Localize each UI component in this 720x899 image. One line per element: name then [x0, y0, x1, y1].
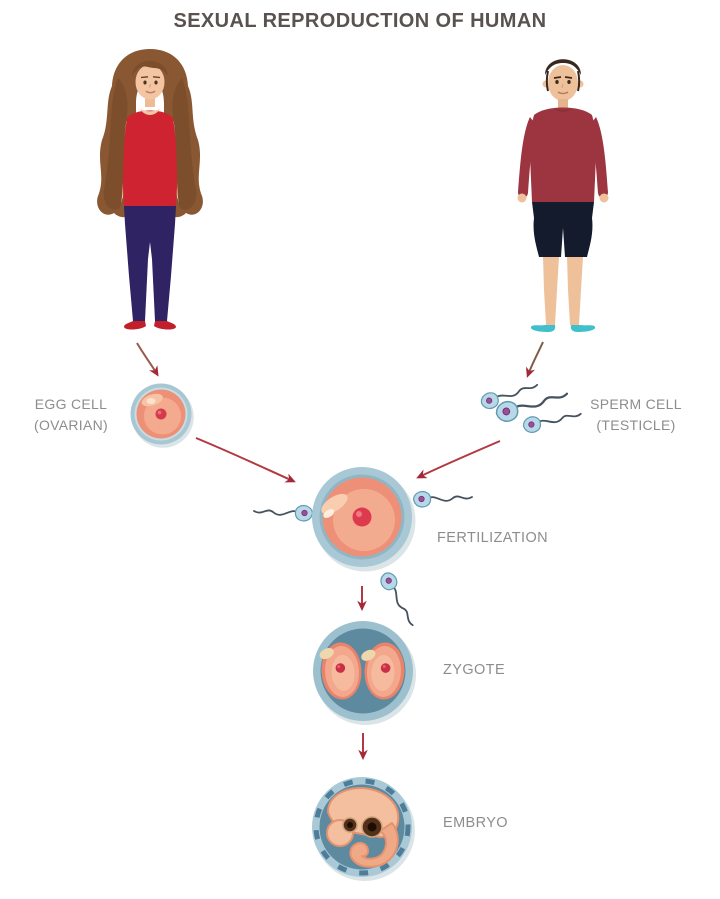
- zygote-label: ZYGOTE: [443, 662, 506, 678]
- man-right-brow: [564, 76, 573, 79]
- man-face: [548, 65, 578, 101]
- man-right-leg: [567, 257, 583, 325]
- egg-nucleus: [155, 408, 167, 420]
- man-hair: [545, 59, 581, 75]
- man-left-eye: [555, 80, 559, 84]
- woman-right-brow: [152, 76, 161, 79]
- woman-right-eye: [154, 80, 158, 85]
- arrow-sperm-to-fertilization-icon: [416, 440, 501, 479]
- sperm-icon: [412, 490, 473, 508]
- page-title: SEXUAL REPRODUCTION OF HUMAN: [173, 10, 547, 32]
- woman-hair-right-lock: [172, 78, 197, 210]
- sperm-icon: [253, 504, 314, 522]
- sperm-cell-label: SPERM CELL (TESTICLE): [580, 394, 692, 436]
- man-left-sleeve: [518, 117, 536, 198]
- fertilization-nucleus: [352, 507, 372, 527]
- woman-pants: [124, 206, 176, 321]
- man-right-shoe: [570, 325, 596, 332]
- man-left-brow: [553, 76, 562, 79]
- man-hair-right-edge: [577, 70, 581, 92]
- man-figure: [517, 59, 609, 332]
- man-hair-left-edge: [545, 70, 549, 92]
- fertilization-label: FERTILIZATION: [437, 530, 549, 546]
- man-shirt: [529, 107, 597, 202]
- arrow-man-to-sperm-icon: [525, 341, 544, 378]
- man-right-hand: [599, 193, 609, 203]
- man-nose: [561, 83, 564, 89]
- zygote-cell-right: [361, 642, 405, 700]
- egg-cell-label-line1: EGG CELL: [34, 396, 108, 412]
- woman-top: [121, 110, 179, 206]
- woman-mouth: [145, 90, 156, 94]
- woman-neck: [145, 98, 155, 107]
- man-mouth: [557, 91, 569, 95]
- woman-right-shoe: [154, 321, 176, 330]
- man-left-shoe: [530, 325, 556, 332]
- woman-figure: [97, 49, 203, 330]
- arrow-egg-to-fertilization-icon: [195, 437, 296, 483]
- arrow-woman-to-egg-icon: [136, 342, 159, 377]
- woman-face: [135, 64, 165, 100]
- sperm-icon: [377, 569, 419, 631]
- man-left-hand: [517, 193, 527, 203]
- man-neck: [558, 99, 568, 108]
- sperm-cell-label-line2: (TESTICLE): [596, 417, 676, 433]
- zygote-icon: [313, 621, 416, 725]
- embryo-icon: [312, 777, 415, 881]
- woman-left-shoe: [124, 321, 146, 330]
- embryo-tail-curl: [349, 822, 399, 868]
- woman-neckline: [140, 109, 160, 115]
- man-right-eye: [567, 80, 571, 84]
- man-shorts: [532, 202, 594, 257]
- fertilized-egg-icon: [253, 467, 473, 631]
- woman-bangs: [132, 61, 168, 76]
- woman-hair-left-lock: [103, 78, 128, 210]
- egg-cell-label: EGG CELL (OVARIAN): [15, 394, 127, 436]
- woman-left-brow: [140, 76, 149, 79]
- zygote-cell-left: [319, 642, 362, 700]
- man-right-sleeve: [590, 117, 608, 198]
- sperm-cells-icon: [478, 378, 584, 435]
- man-collar: [554, 108, 572, 112]
- sperm-icon: [521, 407, 584, 435]
- woman-nose: [148, 83, 152, 88]
- egg-cell-icon: [130, 383, 194, 448]
- sperm-cell-label-line1: SPERM CELL: [590, 396, 682, 412]
- woman-left-eye: [143, 80, 147, 85]
- man-left-leg: [543, 257, 559, 325]
- egg-cell-label-line2: (OVARIAN): [34, 417, 108, 433]
- embryo-label: EMBRYO: [443, 815, 508, 831]
